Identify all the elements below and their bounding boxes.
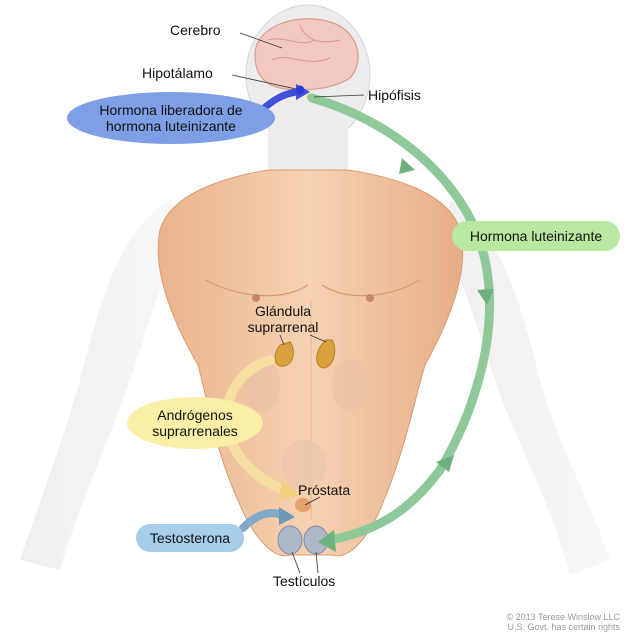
label-adrenal-line2: suprarrenal — [228, 319, 338, 335]
label-brain: Cerebro — [170, 22, 221, 38]
left-arm-outline — [20, 200, 180, 570]
copyright-line1: © 2013 Terese Winslow LLC — [460, 612, 620, 622]
right-arm-outline — [445, 200, 610, 575]
lhrh-pill-line2: hormona luteinizante — [106, 118, 236, 134]
label-hypothalamus: Hipotálamo — [142, 65, 213, 81]
testicle-left — [278, 526, 302, 554]
label-pituitary: Hipófisis — [368, 87, 421, 103]
androgen-pill: Andrógenos suprarrenales — [130, 404, 260, 442]
androgen-pill-line2: suprarrenales — [152, 423, 238, 439]
testosterone-pill: Testosterona — [136, 524, 244, 552]
lhrh-pill-line1: Hormona liberadora de — [99, 102, 242, 118]
copyright: © 2013 Terese Winslow LLC U.S. Govt. has… — [460, 612, 620, 632]
label-adrenal-gland: Glándula suprarrenal — [228, 303, 338, 335]
label-testicles: Testículos — [273, 573, 335, 589]
lhrh-pill: Hormona liberadora de hormona luteinizan… — [72, 98, 270, 138]
label-prostate: Próstata — [298, 482, 350, 498]
androgen-pill-line1: Andrógenos — [157, 407, 233, 423]
lh-pill: Hormona luteinizante — [452, 221, 620, 251]
copyright-line2: U.S. Govt. has certain rights — [460, 622, 620, 632]
label-adrenal-line1: Glándula — [228, 303, 338, 319]
prostate — [295, 498, 311, 512]
hypothalamus-marker — [296, 86, 305, 95]
brain — [255, 19, 358, 90]
